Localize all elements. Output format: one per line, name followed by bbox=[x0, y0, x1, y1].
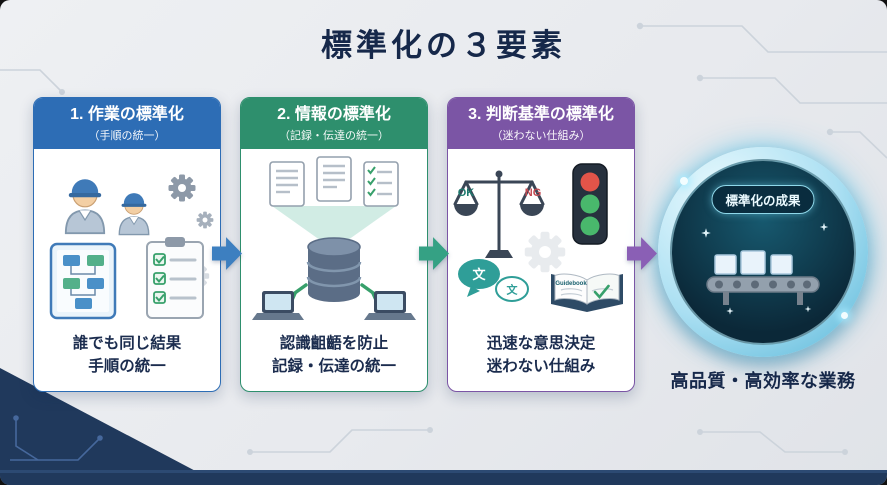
guidebook-icon: Guidebook bbox=[551, 273, 623, 313]
caption-line-2: 手順の統一 bbox=[88, 357, 166, 375]
caption-line-1: 認識齟齬を防止 bbox=[279, 334, 389, 352]
funnel-shape bbox=[272, 206, 396, 251]
caption-line-2: 迷わない仕組み bbox=[486, 357, 596, 375]
card-illustration: OK NG 文 文 bbox=[448, 149, 634, 332]
card-header: 1. 作業の標準化 （手順の統一） bbox=[34, 98, 220, 149]
card-subtitle: （迷わない仕組み） bbox=[491, 130, 591, 142]
card-caption: 迅速な意思決定 迷わない仕組み bbox=[448, 332, 634, 392]
card-title: 3. 判断基準の標準化 bbox=[468, 106, 614, 123]
speech-text-1: 文 bbox=[472, 267, 486, 282]
page-title: 標準化の３要素 bbox=[321, 28, 566, 63]
result-caption: 高品質・高効率な業務 bbox=[670, 371, 856, 391]
corner-triangle bbox=[0, 368, 222, 485]
card-header: 3. 判断基準の標準化 （迷わない仕組み） bbox=[448, 98, 634, 149]
tablet-flowchart-icon bbox=[49, 243, 117, 320]
documents-icon bbox=[268, 156, 400, 208]
result-inner-circle: 標準化の成果 bbox=[670, 159, 856, 345]
traffic-light-icon bbox=[572, 163, 608, 245]
ring-glint bbox=[841, 312, 848, 319]
card-illustration bbox=[241, 149, 427, 332]
book-title-label: Guidebook bbox=[555, 281, 587, 287]
card-header: 2. 情報の標準化 （記録・伝達の統一） bbox=[241, 98, 427, 149]
scale-ok-label: OK bbox=[458, 187, 475, 199]
conveyor-icon bbox=[703, 237, 823, 322]
database-icon bbox=[306, 237, 362, 304]
balance-scale-icon bbox=[453, 170, 545, 259]
card-illustration bbox=[34, 149, 220, 332]
speech-text-2: 文 bbox=[507, 283, 519, 297]
result-circle: 標準化の成果 bbox=[658, 147, 868, 357]
speech-bubbles-icon: 文 文 bbox=[458, 259, 529, 303]
checklist-icon bbox=[146, 237, 204, 320]
card-title: 2. 情報の標準化 bbox=[277, 106, 391, 123]
card-subtitle: （手順の統一） bbox=[88, 130, 166, 142]
card-caption: 誰でも同じ結果 手順の統一 bbox=[34, 332, 220, 392]
card-work-standardization: 1. 作業の標準化 （手順の統一） bbox=[33, 97, 221, 392]
card-subtitle: （記録・伝達の統一） bbox=[279, 130, 389, 142]
card-information-standardization: 2. 情報の標準化 （記録・伝達の統一） bbox=[240, 97, 428, 392]
result-badge: 標準化の成果 bbox=[711, 185, 815, 214]
card-title: 1. 作業の標準化 bbox=[70, 106, 184, 123]
card-caption: 認識齟齬を防止 記録・伝達の統一 bbox=[241, 332, 427, 392]
bottom-band bbox=[0, 473, 887, 485]
flow-arrow-3 bbox=[627, 237, 657, 270]
caption-line-1: 誰でも同じ結果 bbox=[72, 334, 182, 352]
sparkles-icon bbox=[701, 222, 829, 315]
ring-glint bbox=[680, 177, 688, 185]
workers-icon bbox=[64, 178, 150, 236]
flow-arrow-2 bbox=[419, 237, 449, 270]
flow-arrow-1 bbox=[212, 237, 242, 270]
caption-line-2: 記録・伝達の統一 bbox=[271, 357, 396, 375]
caption-line-1: 迅速な意思決定 bbox=[486, 334, 596, 352]
scale-ng-label: NG bbox=[525, 187, 542, 199]
background-gear-icon bbox=[524, 232, 566, 273]
card-judgment-standardization: 3. 判断基準の標準化 （迷わない仕組み） bbox=[447, 97, 635, 392]
